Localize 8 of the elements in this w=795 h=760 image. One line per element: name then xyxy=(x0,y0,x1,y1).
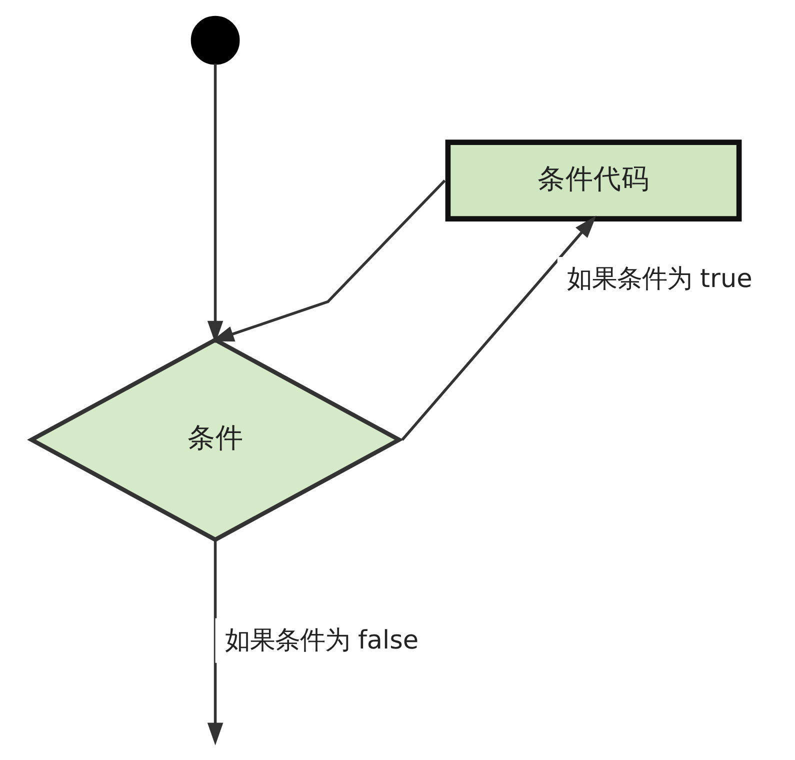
node-box: 条件代码 xyxy=(445,140,742,222)
node-circle xyxy=(190,16,240,65)
edge-label: 如果条件为 false xyxy=(224,625,419,656)
node-diamond: 条件 xyxy=(27,338,404,542)
arrow xyxy=(207,540,224,746)
arrow xyxy=(401,216,596,441)
edge-label: 如果条件为 true xyxy=(566,264,752,294)
arrow xyxy=(207,64,224,344)
